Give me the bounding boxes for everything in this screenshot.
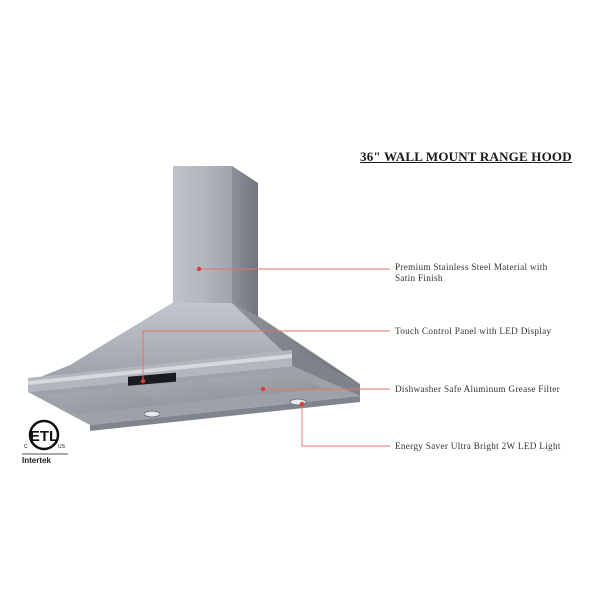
svg-text:C: C [24, 444, 28, 450]
callout-lines [142, 268, 390, 447]
feature-label: Energy Saver Ultra Bright 2W LED Light [395, 441, 561, 451]
feature-stainless-steel: Premium Stainless Steel Material with Sa… [395, 262, 547, 284]
feature-label: Premium Stainless Steel Material with [395, 262, 548, 272]
feature-label: Dishwasher Safe Aluminum Grease Filter [395, 384, 561, 394]
feature-label: Satin Finish [395, 273, 443, 283]
svg-text:US: US [58, 444, 66, 450]
feature-grease-filter: Dishwasher Safe Aluminum Grease Filter [395, 384, 560, 395]
certification-company: Intertek [22, 456, 51, 465]
etl-certification-icon: ETL C US [22, 419, 68, 455]
feature-label: Touch Control Panel with LED Display [395, 326, 552, 336]
callout-dots [140, 266, 305, 407]
svg-text:ETL: ETL [30, 428, 58, 445]
feature-touch-control: Touch Control Panel with LED Display [395, 326, 551, 337]
feature-led-light: Energy Saver Ultra Bright 2W LED Light [395, 441, 561, 452]
chimney [173, 166, 258, 318]
product-title: 36" WALL MOUNT RANGE HOOD [360, 149, 572, 164]
canopy [28, 303, 360, 431]
